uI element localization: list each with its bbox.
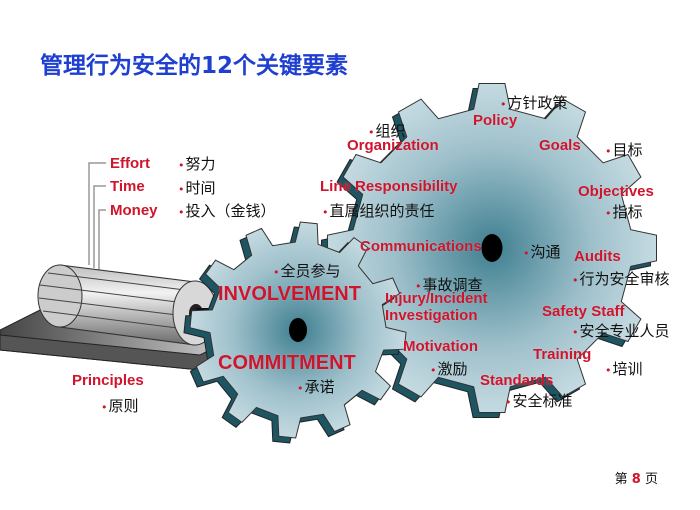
page-prefix: 第	[614, 472, 628, 487]
audits-cn: 行为安全审核	[572, 268, 670, 289]
goals-cn: 目标	[605, 139, 643, 160]
involvement-cn: 全员参与	[273, 260, 343, 281]
organization-cn: 组织	[368, 120, 406, 141]
policy-label: Policy	[473, 112, 518, 129]
money-cn: 投入（金钱）	[178, 200, 276, 221]
commitment-label: COMMITMENT	[218, 352, 356, 374]
page-suffix: 页	[644, 472, 658, 487]
safety-staff-cn: 安全专业人员	[572, 320, 670, 341]
safety-staff-label: Safety Staff	[542, 303, 625, 320]
small-gear-axle-hole	[289, 318, 307, 342]
effort-cn: 努力	[178, 153, 216, 174]
injury-cn: 事故调查	[415, 274, 483, 295]
time-cn: 时间	[178, 177, 216, 198]
small-gear	[183, 221, 407, 444]
principles-label: Principles	[72, 372, 144, 389]
standards-cn: 安全标准	[505, 390, 573, 411]
time-label: Time	[110, 178, 145, 195]
investigation-label: Investigation	[385, 307, 478, 324]
injury-label: Injury/Incident	[385, 290, 488, 307]
large-gear-axle-hole	[481, 234, 503, 262]
line-responsibility-label: Line Responsibility	[320, 178, 458, 195]
page-number-value: 8	[631, 472, 641, 487]
communications-cn: 沟通	[523, 241, 561, 262]
page-number: 第 8 页	[615, 468, 658, 487]
organization-label: Organization	[347, 137, 439, 154]
commitment-cn: 承诺	[297, 376, 335, 397]
motivation-label: Motivation	[403, 338, 478, 355]
communications-label: Communications	[360, 238, 482, 255]
principles-cn: 原则	[101, 395, 139, 416]
objectives-label: Objectives	[578, 183, 654, 200]
objectives-cn: 指标	[605, 201, 643, 222]
effort-label: Effort	[110, 155, 150, 172]
bracket-lines	[88, 162, 106, 270]
page-title: 管理行为安全的12个关键要素	[40, 53, 349, 79]
money-label: Money	[110, 202, 158, 219]
audits-label: Audits	[574, 248, 621, 265]
involvement-label: INVOLVEMENT	[218, 283, 361, 305]
training-cn: 培训	[605, 358, 643, 379]
training-label: Training	[533, 346, 592, 363]
standards-label: Standards	[480, 372, 554, 389]
policy-cn: 方针政策	[500, 92, 568, 113]
goals-label: Goals	[539, 137, 581, 154]
motivation-cn: 激励	[430, 358, 468, 379]
line-responsibility-cn: 直属组织的责任	[322, 200, 435, 221]
